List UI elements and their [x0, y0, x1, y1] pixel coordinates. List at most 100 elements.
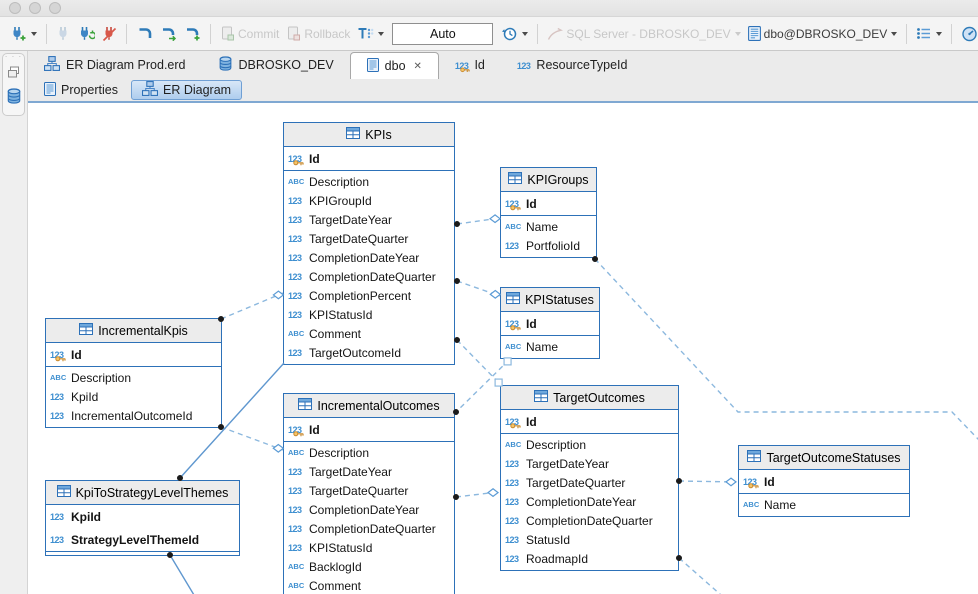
transaction-log-button[interactable] [498, 24, 531, 44]
entity-header[interactable]: KpiToStrategyLevelThemes [46, 481, 239, 505]
entity-header[interactable]: IncrementalKpis [46, 319, 221, 343]
new-connection-button[interactable] [7, 24, 40, 44]
new-connection-caret[interactable] [31, 31, 37, 36]
reconnect-button[interactable] [75, 24, 98, 44]
transaction-mode-caret[interactable] [378, 31, 385, 36]
editor-tab-dbo[interactable]: dbo✕ [349, 52, 439, 79]
column-name: StrategyLevelThemeId [71, 532, 200, 547]
disconnect-button[interactable] [99, 24, 120, 44]
dashboard-button[interactable] [958, 24, 978, 44]
new-sql-editor-button[interactable] [133, 24, 156, 43]
commit-button[interactable]: Commit [217, 24, 282, 43]
close-button[interactable] [9, 2, 21, 14]
document-icon [366, 57, 379, 75]
entity-header[interactable]: IncrementalOutcomes [284, 394, 454, 418]
zoom-button[interactable] [49, 2, 61, 14]
entity-header[interactable]: KPIStatuses [501, 288, 599, 312]
database-navigator-icon[interactable] [6, 88, 22, 109]
entity-header[interactable]: KPIGroups [501, 168, 596, 192]
output-list-button[interactable] [913, 25, 945, 42]
open-sql-script-button[interactable] [157, 24, 180, 43]
view-tab-properties[interactable]: Properties [33, 80, 129, 100]
close-tab-icon[interactable]: ✕ [413, 60, 422, 72]
editor-tab-dbrosko-dev[interactable]: DBROSKO_DEV [202, 51, 350, 79]
active-schema-button[interactable]: dbo@DBROSKO_DEV [745, 24, 901, 43]
restore-panel-icon[interactable] [7, 65, 20, 83]
new-sql-script-button[interactable] [181, 24, 204, 43]
active-schema-caret[interactable] [891, 31, 898, 36]
view-tab-er-diagram[interactable]: ER Diagram [130, 80, 243, 100]
entity-header[interactable]: KPIs [284, 123, 454, 147]
entity-header[interactable]: TargetOutcomes [501, 386, 678, 410]
numeric-type-icon: 123 [288, 153, 304, 165]
rollback-button[interactable]: Rollback [283, 24, 353, 43]
connect-button[interactable] [53, 24, 74, 44]
transaction-mode-button[interactable] [354, 24, 387, 43]
active-datasource-caret[interactable] [734, 31, 741, 36]
panel-drag-handle[interactable]: · · · [4, 52, 23, 61]
transaction-log-caret[interactable] [522, 31, 529, 36]
transaction-mode-combo[interactable]: Auto [392, 22, 494, 45]
minimize-button[interactable] [29, 2, 41, 14]
editor-tab-er-diagram-prod-erd[interactable]: ER Diagram Prod.erd [28, 51, 202, 79]
output-list-caret[interactable] [936, 31, 943, 36]
text-type-icon: ABC [505, 342, 522, 351]
entity-header[interactable]: TargetOutcomeStatuses [739, 446, 909, 470]
numeric-type-icon: 123 [288, 504, 302, 515]
active-datasource-button[interactable]: SQL Server - DBROSKO_DEV [544, 25, 743, 43]
